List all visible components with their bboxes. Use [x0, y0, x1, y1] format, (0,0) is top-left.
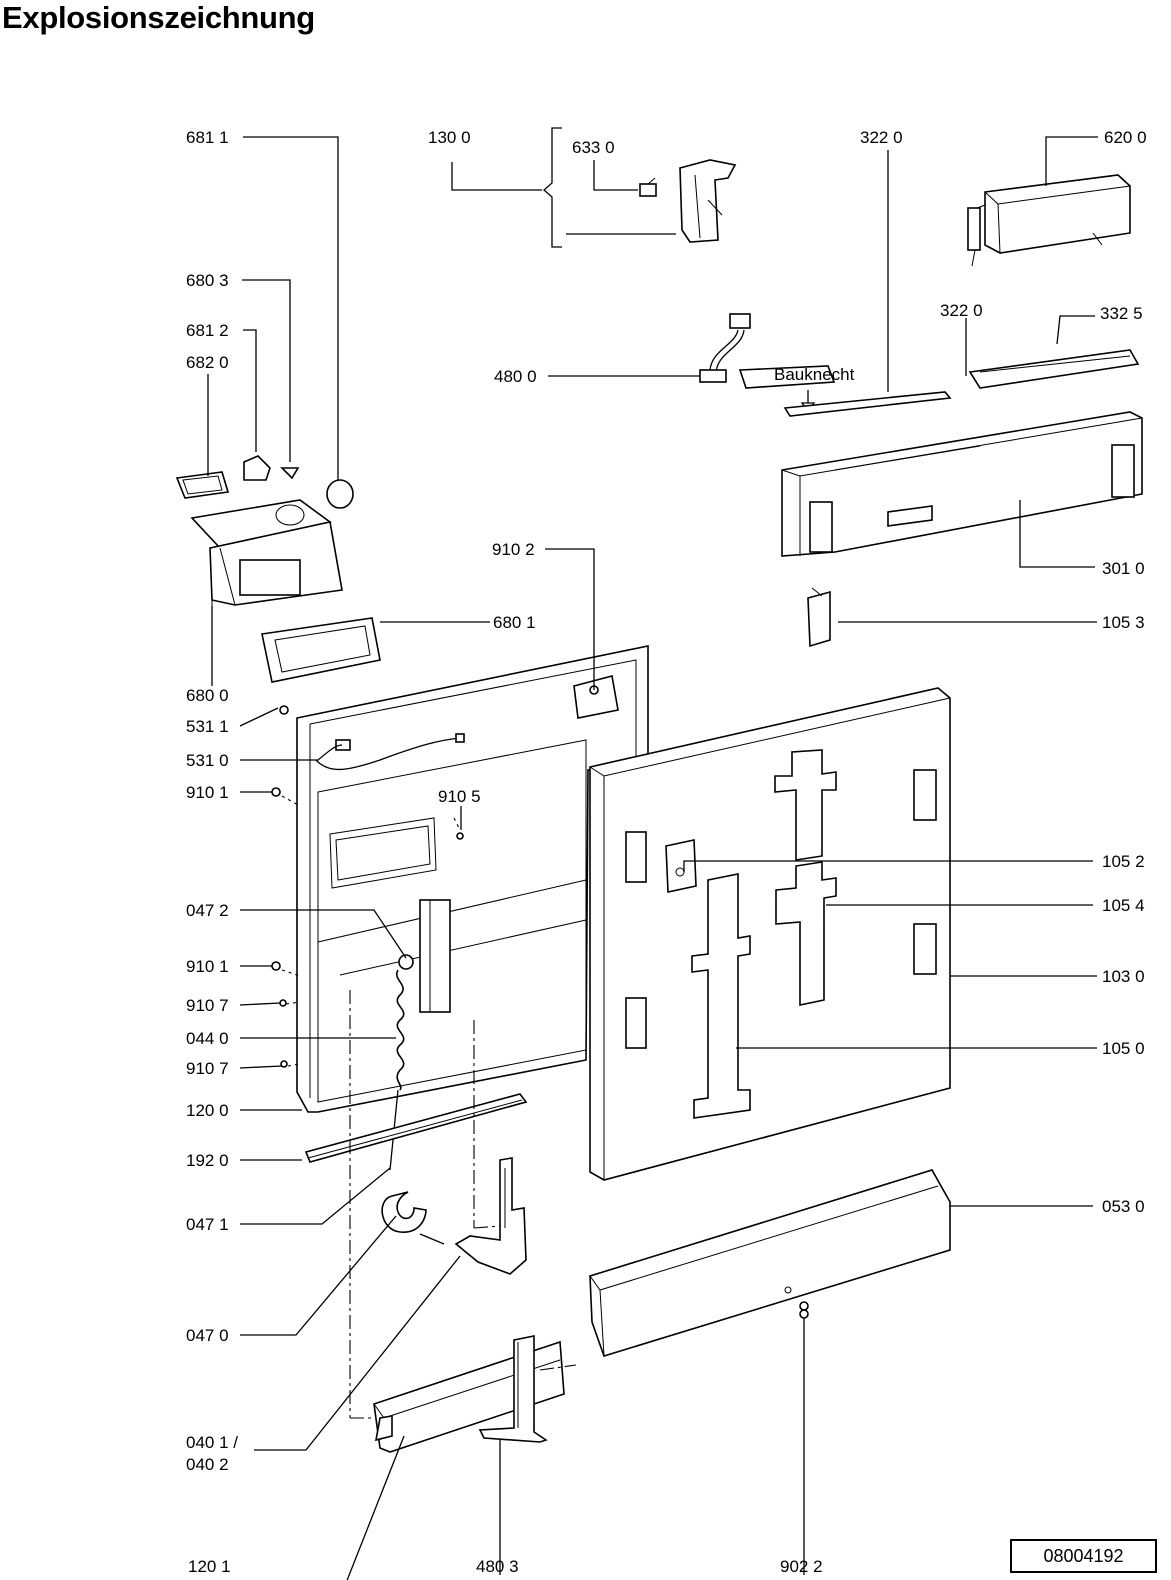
part-seal-6820 — [175, 471, 230, 499]
label-9107-bottom: 910 7 — [186, 1059, 229, 1078]
label-0402: 040 2 — [186, 1455, 229, 1474]
label-1050: 105 0 — [1102, 1039, 1145, 1058]
page-title: Explosionszeichnung — [2, 0, 315, 35]
label-0470: 047 0 — [186, 1326, 229, 1345]
label-6812: 681 2 — [186, 321, 229, 340]
label-4800: 480 0 — [494, 367, 537, 386]
callout-labels: 681 1 130 0 633 0 322 0 620 0 680 3 322 … — [186, 128, 1147, 1576]
part-fascia-301 — [781, 411, 1143, 557]
part-label-strip: Bauknecht — [738, 365, 952, 417]
label-9102: 910 2 — [492, 540, 535, 559]
part-outer-door-1030 — [589, 687, 951, 1181]
label-6820: 682 0 — [186, 353, 229, 372]
part-clip-6812 — [243, 455, 271, 481]
label-1200: 120 0 — [186, 1101, 229, 1120]
label-0440: 044 0 — [186, 1029, 229, 1048]
label-6200: 620 0 — [1104, 128, 1147, 147]
label-3325: 332 5 — [1100, 304, 1143, 323]
label-3010: 301 0 — [1102, 559, 1145, 578]
part-cap-6811 — [326, 479, 354, 509]
leader-lines — [207, 127, 1098, 1580]
svg-text:Bauknecht: Bauknecht — [774, 365, 855, 384]
part-module-620 — [967, 174, 1131, 267]
label-5311: 531 1 — [186, 717, 229, 736]
part-dispenser-680 — [190, 499, 343, 606]
part-trim-0530 — [589, 1169, 951, 1357]
label-9107-top: 910 7 — [186, 996, 229, 1015]
label-1300: 130 0 — [428, 128, 471, 147]
label-9101-top: 910 1 — [186, 783, 229, 802]
label-6811: 681 1 — [186, 128, 229, 147]
part-hinge-471 — [381, 1191, 445, 1245]
label-6803: 680 3 — [186, 271, 229, 290]
part-switch-633 — [639, 177, 657, 197]
part-bracket-130 — [679, 159, 737, 243]
label-9105: 910 5 — [438, 787, 481, 806]
label-9101-mid: 910 1 — [186, 957, 229, 976]
screws — [271, 685, 599, 1068]
part-bracket-1053 — [807, 587, 831, 648]
label-0471: 047 1 — [186, 1215, 229, 1234]
label-0472: 047 2 — [186, 901, 229, 920]
label-4803: 480 3 — [476, 1557, 519, 1576]
label-0401: 040 1 / — [186, 1433, 238, 1452]
label-1201: 120 1 — [188, 1557, 231, 1576]
label-5310: 531 0 — [186, 751, 229, 770]
part-bracket-401 — [454, 1157, 527, 1275]
label-1054: 105 4 — [1102, 896, 1145, 915]
label-1052: 105 2 — [1102, 852, 1145, 871]
label-1920: 192 0 — [186, 1151, 229, 1170]
label-1030: 103 0 — [1102, 967, 1145, 986]
part-strip-1920 — [304, 1093, 528, 1163]
label-6801: 680 1 — [493, 613, 536, 632]
label-6800: 680 0 — [186, 686, 229, 705]
part-panel-strip-332 — [968, 349, 1140, 389]
part-cable-480 — [699, 313, 751, 383]
part-bracket-4803 — [478, 1335, 548, 1443]
part-gasket-6801 — [261, 617, 381, 683]
assembly-lines — [281, 795, 577, 1419]
label-3220-top: 322 0 — [860, 128, 903, 147]
label-0530: 053 0 — [1102, 1197, 1145, 1216]
label-1053: 105 3 — [1102, 613, 1145, 632]
document-number: 08004192 — [1010, 1539, 1157, 1573]
part-clip-6803 — [280, 467, 300, 480]
label-6330: 633 0 — [572, 138, 615, 157]
part-inner-door-120 — [296, 645, 649, 1113]
label-9022: 902 2 — [780, 1557, 823, 1576]
label-3220-strip: 322 0 — [940, 301, 983, 320]
